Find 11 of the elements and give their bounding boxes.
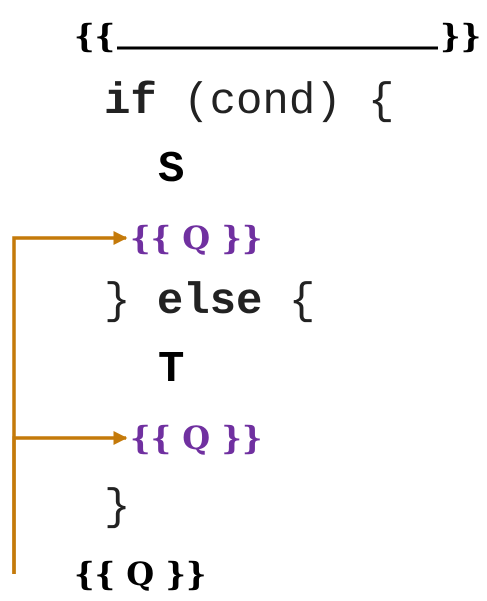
code-line: } else {	[104, 280, 316, 324]
arrow	[12, 431, 128, 574]
code-line: }	[104, 486, 130, 530]
code-statement: S	[158, 148, 184, 192]
code-line: if (cond) {	[104, 80, 394, 124]
placeholder-field: {{ Q }}	[74, 558, 206, 590]
template-brace: {{	[74, 20, 116, 52]
code-statement: T	[158, 348, 184, 392]
placeholder-field: {{ Q }}	[130, 422, 262, 454]
template-brace: }}	[440, 20, 482, 52]
placeholder-field: {{ Q }}	[130, 222, 262, 254]
